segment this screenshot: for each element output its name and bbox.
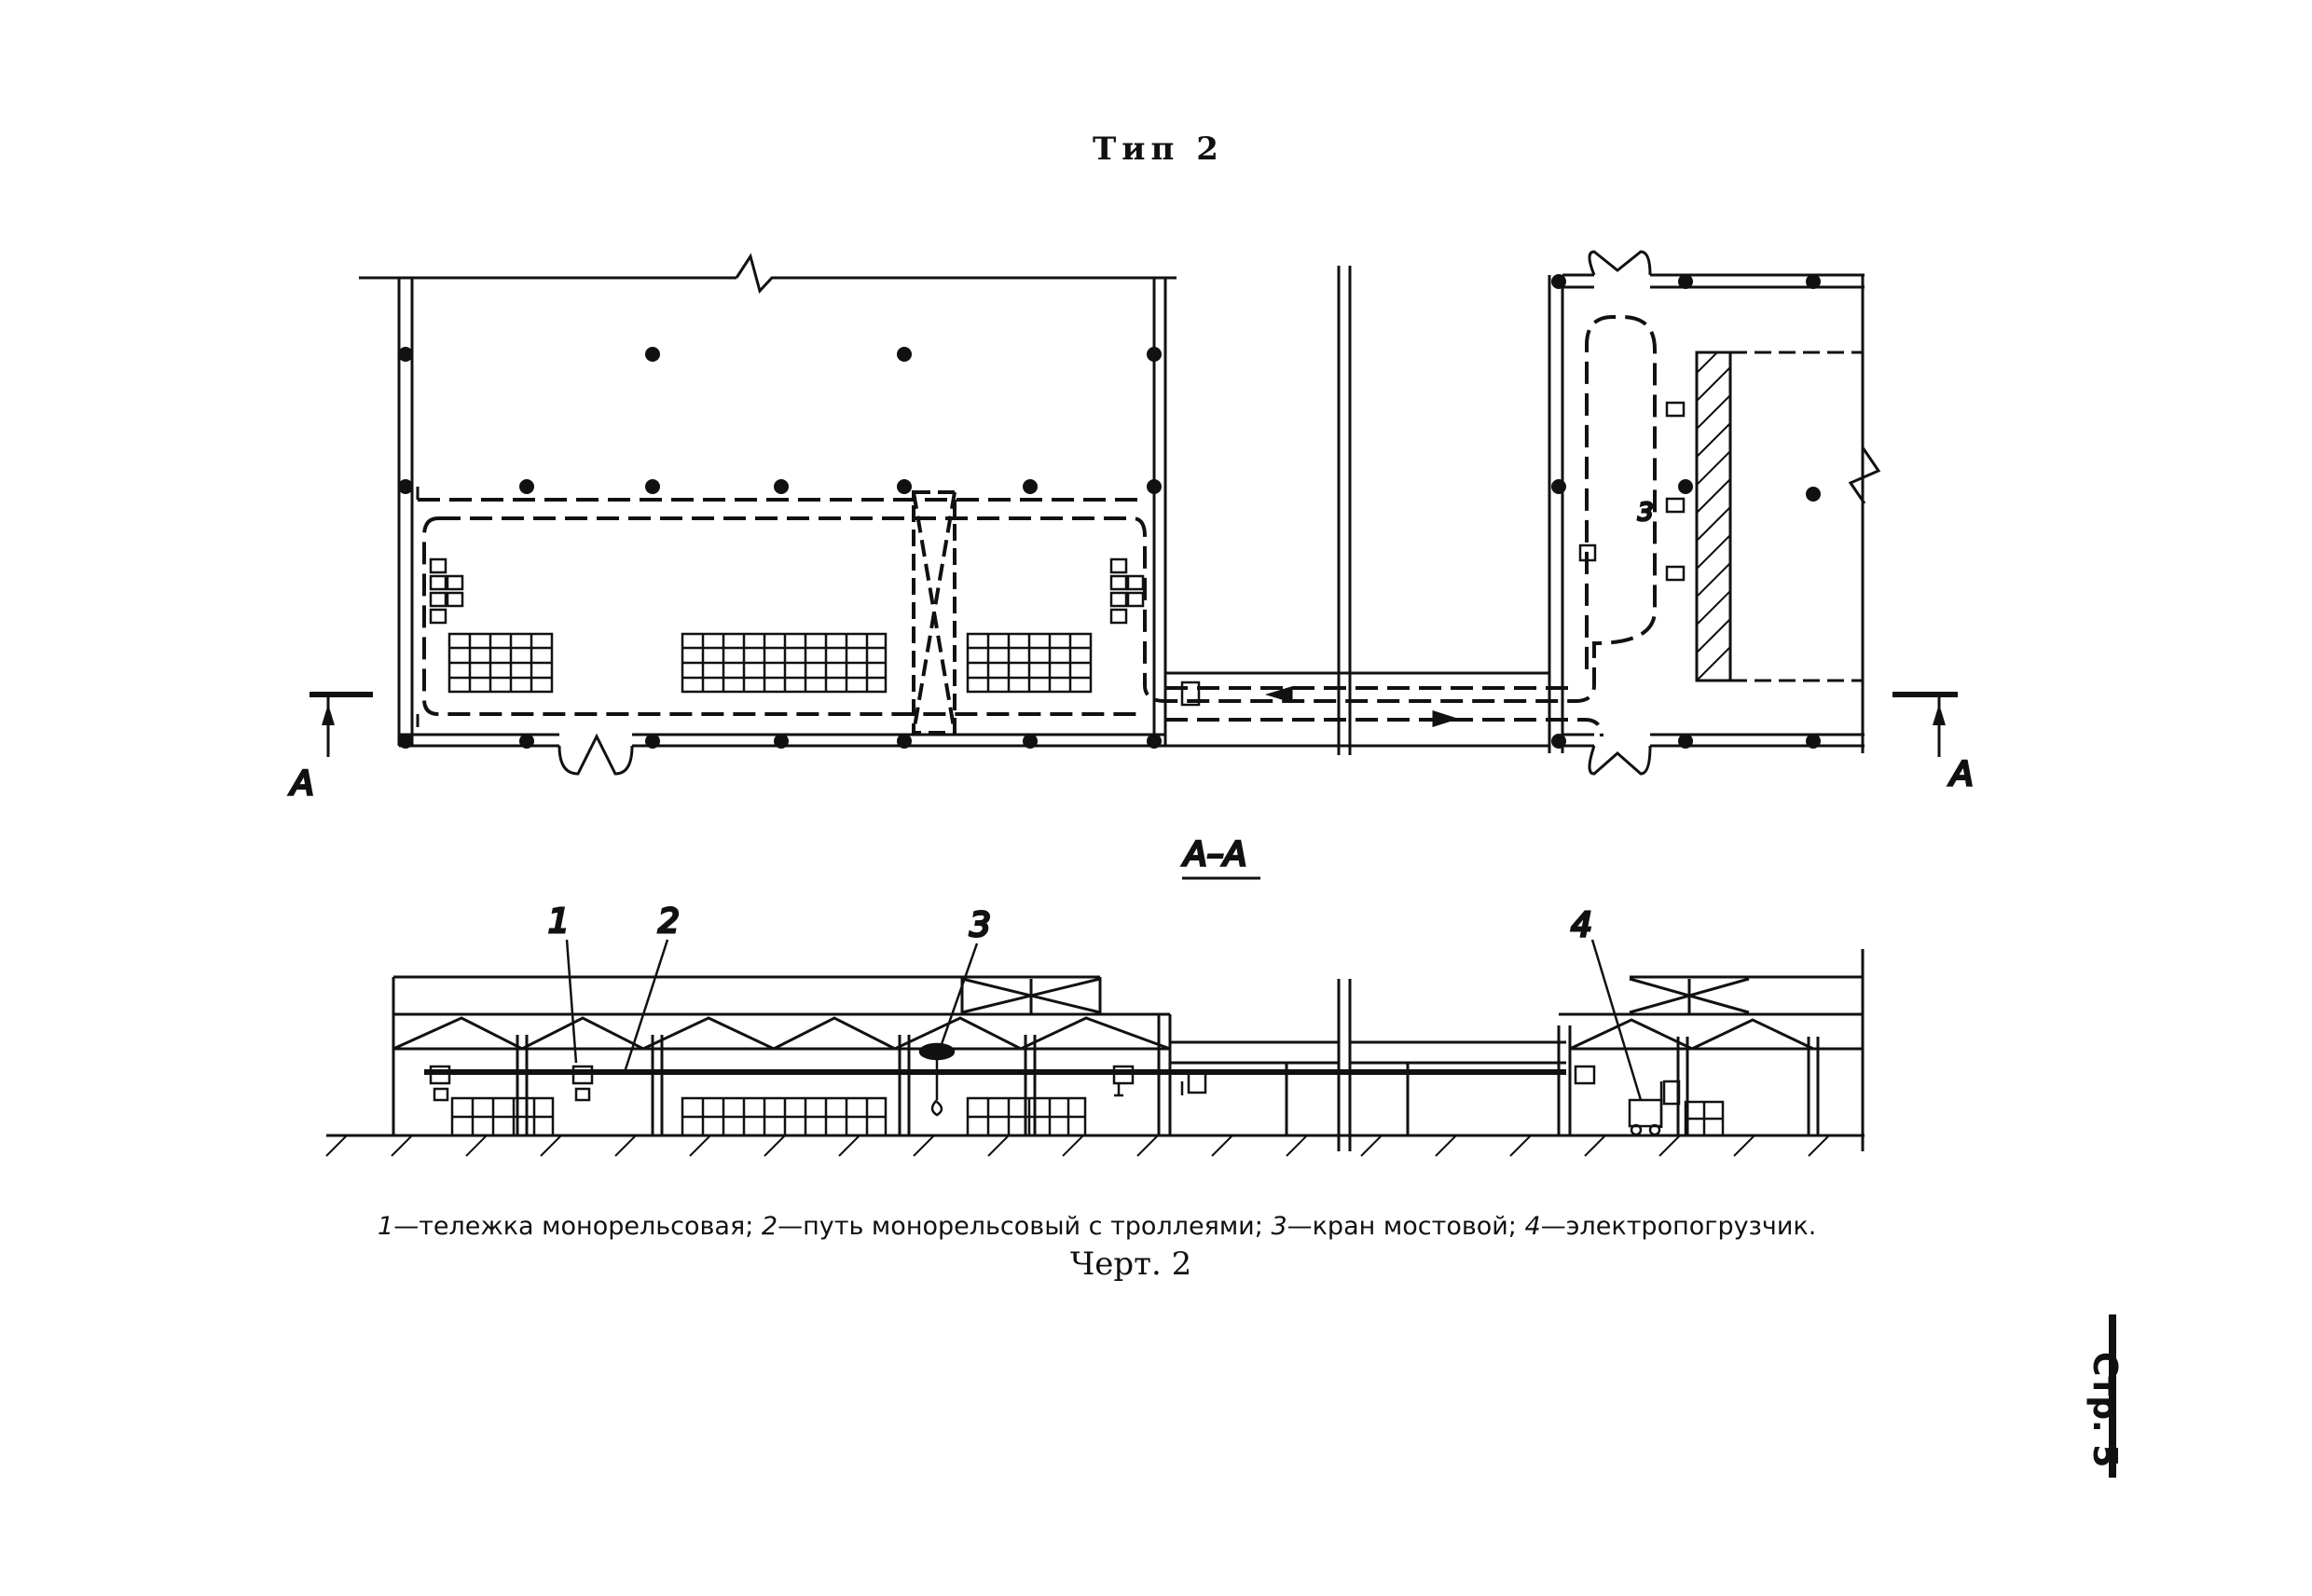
callout-leaders (565, 939, 1643, 1101)
monorail-track (418, 315, 1657, 737)
legend-text-1: —тележка монорельсовая; (393, 1212, 754, 1241)
door-top-right (1588, 250, 1652, 276)
section-gallery (1170, 979, 1566, 1151)
break-line-middle (1337, 266, 1352, 755)
legend-num-4: 4 (1524, 1212, 1541, 1241)
crane-label-plan: 3 (1638, 499, 1654, 527)
legend: 1—тележка монорельсовая; 2—путь монорель… (378, 1212, 1816, 1241)
monorail-trolleys (429, 1065, 1596, 1102)
section-view: 1 2 3 4 (325, 901, 1865, 1157)
section-racks (450, 1096, 1725, 1137)
plan-view: 3 А А (288, 250, 1975, 805)
legend-num-2: 2 (761, 1212, 778, 1241)
electric-forklift (1628, 1080, 1681, 1136)
section-mark-right (1892, 692, 1958, 757)
door-left (557, 733, 634, 776)
legend-text-2: —путь монорельсовый с троллеями; (778, 1212, 1263, 1241)
figure-caption: Черт. 2 (1070, 1245, 1192, 1283)
columns (398, 274, 1821, 749)
section-title: А–А (1182, 835, 1246, 874)
page-number-bar (2109, 1314, 2116, 1478)
page-number: Стр. 5 (2085, 1352, 2124, 1468)
bridge-crane-plan (912, 490, 956, 735)
callout-3: 3 (970, 906, 991, 944)
bridge-crane-section (918, 1042, 956, 1117)
section-letter-left: А (289, 764, 314, 803)
right-building-walls (1165, 250, 1881, 776)
section-left-building (392, 975, 1172, 1135)
callout-4: 4 (1571, 906, 1592, 944)
ground-hatch (325, 1135, 1830, 1157)
legend-num-1: 1 (378, 1212, 394, 1241)
door-bottom-right (1588, 745, 1652, 776)
hatched-wall (1695, 351, 1732, 682)
drawing-title: Тип 2 (1093, 131, 1224, 168)
legend-text-4: —электропогрузчик. (1540, 1212, 1817, 1241)
legend-text-3: —кран мостовой; (1287, 1212, 1517, 1241)
flow-arrows (1264, 685, 1459, 728)
loading-stations (429, 401, 1686, 707)
callout-1: 1 (548, 902, 570, 941)
section-mark-left (310, 692, 373, 757)
left-building-walls (359, 253, 1177, 776)
callout-2: 2 (658, 902, 680, 941)
legend-num-3: 3 (1271, 1212, 1287, 1241)
storage-racks (447, 632, 1093, 694)
section-letter-right: А (1948, 755, 1974, 793)
